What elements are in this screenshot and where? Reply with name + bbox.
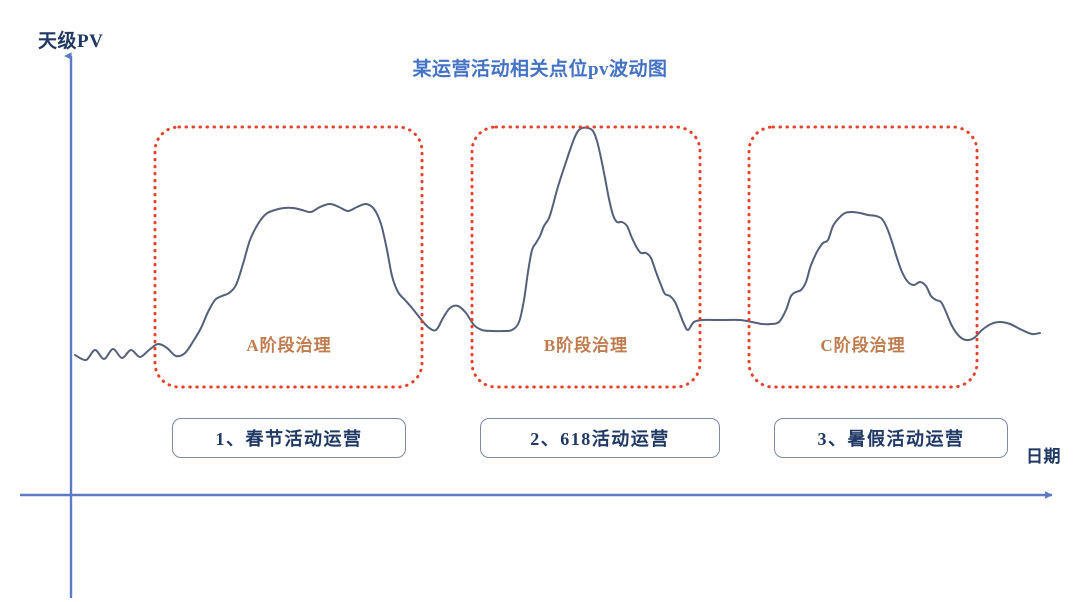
x-axis-title: 日期: [1026, 447, 1061, 466]
campaign-label: 1、春节活动运营: [215, 429, 363, 449]
phase-label-b: B阶段治理: [543, 336, 629, 355]
phase-region-b: [470, 125, 702, 389]
phase-label-c: C阶段治理: [820, 336, 906, 355]
campaign-label: 3、暑假活动运营: [817, 429, 965, 449]
phase-label-a: A阶段治理: [246, 336, 332, 355]
campaign-box-spring-festival[interactable]: 1、春节活动运营: [172, 418, 406, 458]
pv-curve: [74, 126, 1041, 362]
campaign-box-summer-holiday[interactable]: 3、暑假活动运营: [774, 418, 1008, 458]
y-axis-title: 天级PV: [38, 31, 104, 52]
chart-title: 某运营活动相关点位pv波动图: [412, 59, 668, 80]
phase-region-c: [747, 125, 979, 389]
phase-regions-group: [153, 125, 979, 389]
pv-line-series: [74, 126, 1041, 362]
axes-group: [20, 52, 1053, 598]
campaign-box-618[interactable]: 2、618活动运营: [480, 418, 720, 458]
phase-region-a: [153, 125, 424, 389]
campaign-label: 2、618活动运营: [530, 429, 670, 449]
